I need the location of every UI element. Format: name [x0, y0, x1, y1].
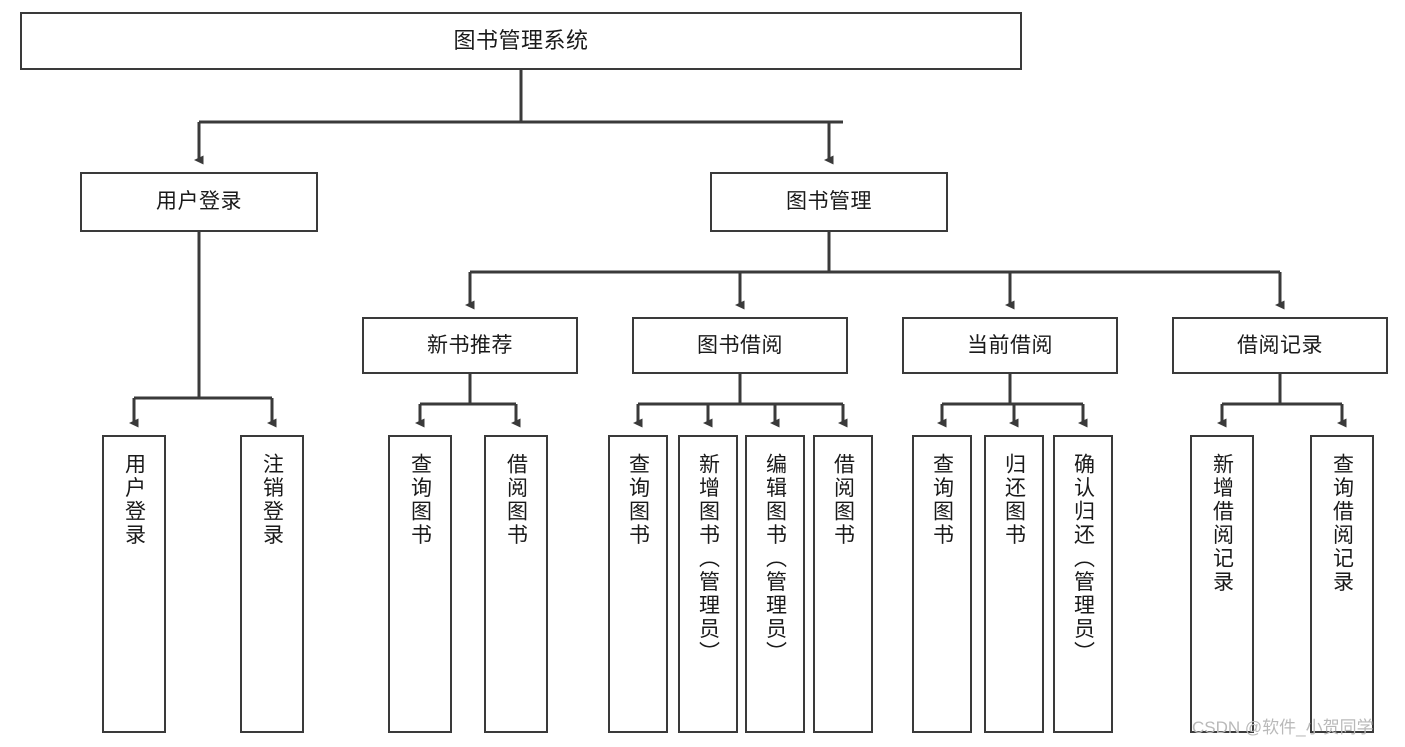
- node-leaf-12[interactable]: 查询借阅记录: [1310, 435, 1374, 733]
- node-label: 注销登录: [260, 453, 284, 547]
- node-label: 借阅图书: [504, 453, 528, 547]
- node-label: 查询借阅记录: [1330, 453, 1354, 594]
- node-level3-1[interactable]: 图书借阅: [632, 317, 848, 374]
- node-leaf-6[interactable]: 编辑图书（管理员）: [745, 435, 805, 733]
- node-level3-0[interactable]: 新书推荐: [362, 317, 578, 374]
- node-label: 编辑图书（管理员）: [763, 453, 787, 665]
- node-label: 借阅图书: [831, 453, 855, 547]
- node-level3-3[interactable]: 借阅记录: [1172, 317, 1388, 374]
- node-leaf-8[interactable]: 查询图书: [912, 435, 972, 733]
- node-leaf-9[interactable]: 归还图书: [984, 435, 1044, 733]
- node-label: 归还图书: [1002, 453, 1026, 547]
- node-label: 确认归还（管理员）: [1071, 453, 1095, 665]
- node-label: 图书管理系统: [453, 27, 589, 53]
- node-label: 当前借阅: [967, 333, 1053, 357]
- node-label: 查询图书: [408, 453, 432, 547]
- node-leaf-4[interactable]: 查询图书: [608, 435, 668, 733]
- node-leaf-10[interactable]: 确认归还（管理员）: [1053, 435, 1113, 733]
- node-leaf-2[interactable]: 查询图书: [388, 435, 452, 733]
- node-label: 新书推荐: [427, 333, 513, 357]
- node-leaf-7[interactable]: 借阅图书: [813, 435, 873, 733]
- node-level2-1[interactable]: 图书管理: [710, 172, 948, 232]
- node-leaf-0[interactable]: 用户登录: [102, 435, 166, 733]
- node-label: 图书管理: [786, 190, 872, 214]
- node-level3-2[interactable]: 当前借阅: [902, 317, 1118, 374]
- node-label: 用户登录: [122, 453, 146, 547]
- node-leaf-5[interactable]: 新增图书（管理员）: [678, 435, 738, 733]
- node-label: 用户登录: [156, 190, 242, 214]
- node-leaf-11[interactable]: 新增借阅记录: [1190, 435, 1254, 733]
- node-label: 新增借阅记录: [1210, 453, 1234, 594]
- node-leaf-1[interactable]: 注销登录: [240, 435, 304, 733]
- node-label: 图书借阅: [697, 333, 783, 357]
- node-label: 新增图书（管理员）: [696, 453, 720, 665]
- node-leaf-3[interactable]: 借阅图书: [484, 435, 548, 733]
- node-label: 借阅记录: [1237, 333, 1323, 357]
- node-level2-0[interactable]: 用户登录: [80, 172, 318, 232]
- node-label: 查询图书: [626, 453, 650, 547]
- node-label: 查询图书: [930, 453, 954, 547]
- node-root[interactable]: 图书管理系统: [20, 12, 1022, 70]
